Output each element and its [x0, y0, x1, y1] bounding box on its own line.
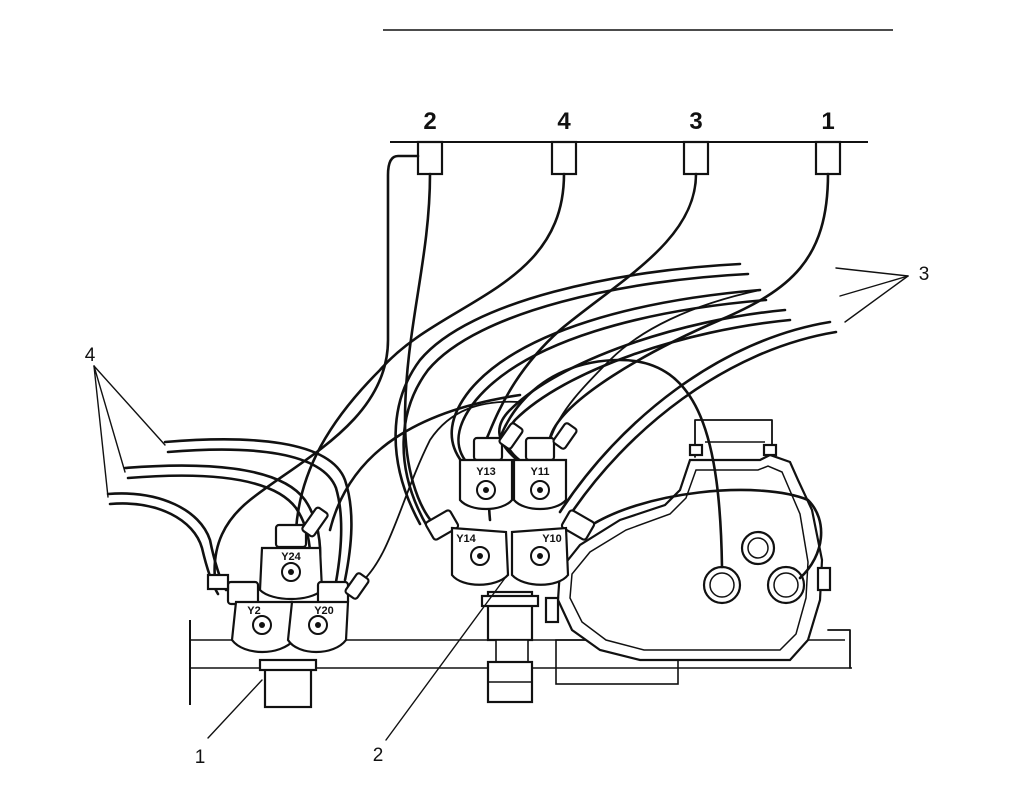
valve-y2: Y2 — [206, 573, 296, 653]
valve-y11: Y11 — [512, 422, 578, 511]
port-label-3: 3 — [689, 108, 702, 135]
port-label-2: 2 — [423, 108, 436, 135]
svg-text:Y11: Y11 — [531, 466, 550, 478]
port-fitting-3 — [682, 140, 710, 176]
callout-3: 3 — [919, 264, 930, 285]
port-fitting-1 — [814, 140, 842, 176]
callout-1: 1 — [195, 747, 206, 768]
reservoir-housing — [544, 419, 832, 662]
valve-y20: Y20 — [286, 572, 370, 653]
hose-bundle-3 — [394, 262, 838, 530]
svg-text:Y13: Y13 — [476, 466, 496, 478]
valve-y14: Y14 — [424, 509, 510, 586]
valve-y13: Y13 — [458, 422, 524, 511]
svg-text:Y24: Y24 — [281, 551, 301, 563]
callout-2: 2 — [373, 745, 384, 766]
port-label-4: 4 — [557, 108, 571, 135]
valve-cluster-left: Y24 Y2 Y20 — [206, 506, 370, 709]
port-fitting-2 — [416, 140, 444, 176]
svg-text:Y10: Y10 — [542, 533, 562, 545]
callout-leaders — [93, 267, 909, 741]
top-rail — [390, 140, 868, 176]
port-fitting-4 — [550, 140, 578, 176]
valve-cluster-center: Y13 Y11 Y14 Y10 — [424, 422, 596, 704]
svg-text:Y20: Y20 — [314, 605, 334, 617]
svg-text:Y2: Y2 — [247, 605, 260, 617]
port-circle-top — [740, 530, 776, 566]
svg-text:Y14: Y14 — [456, 533, 476, 545]
callout-4: 4 — [85, 345, 96, 366]
valve-y10: Y10 — [510, 509, 596, 586]
port-label-1: 1 — [821, 108, 834, 135]
